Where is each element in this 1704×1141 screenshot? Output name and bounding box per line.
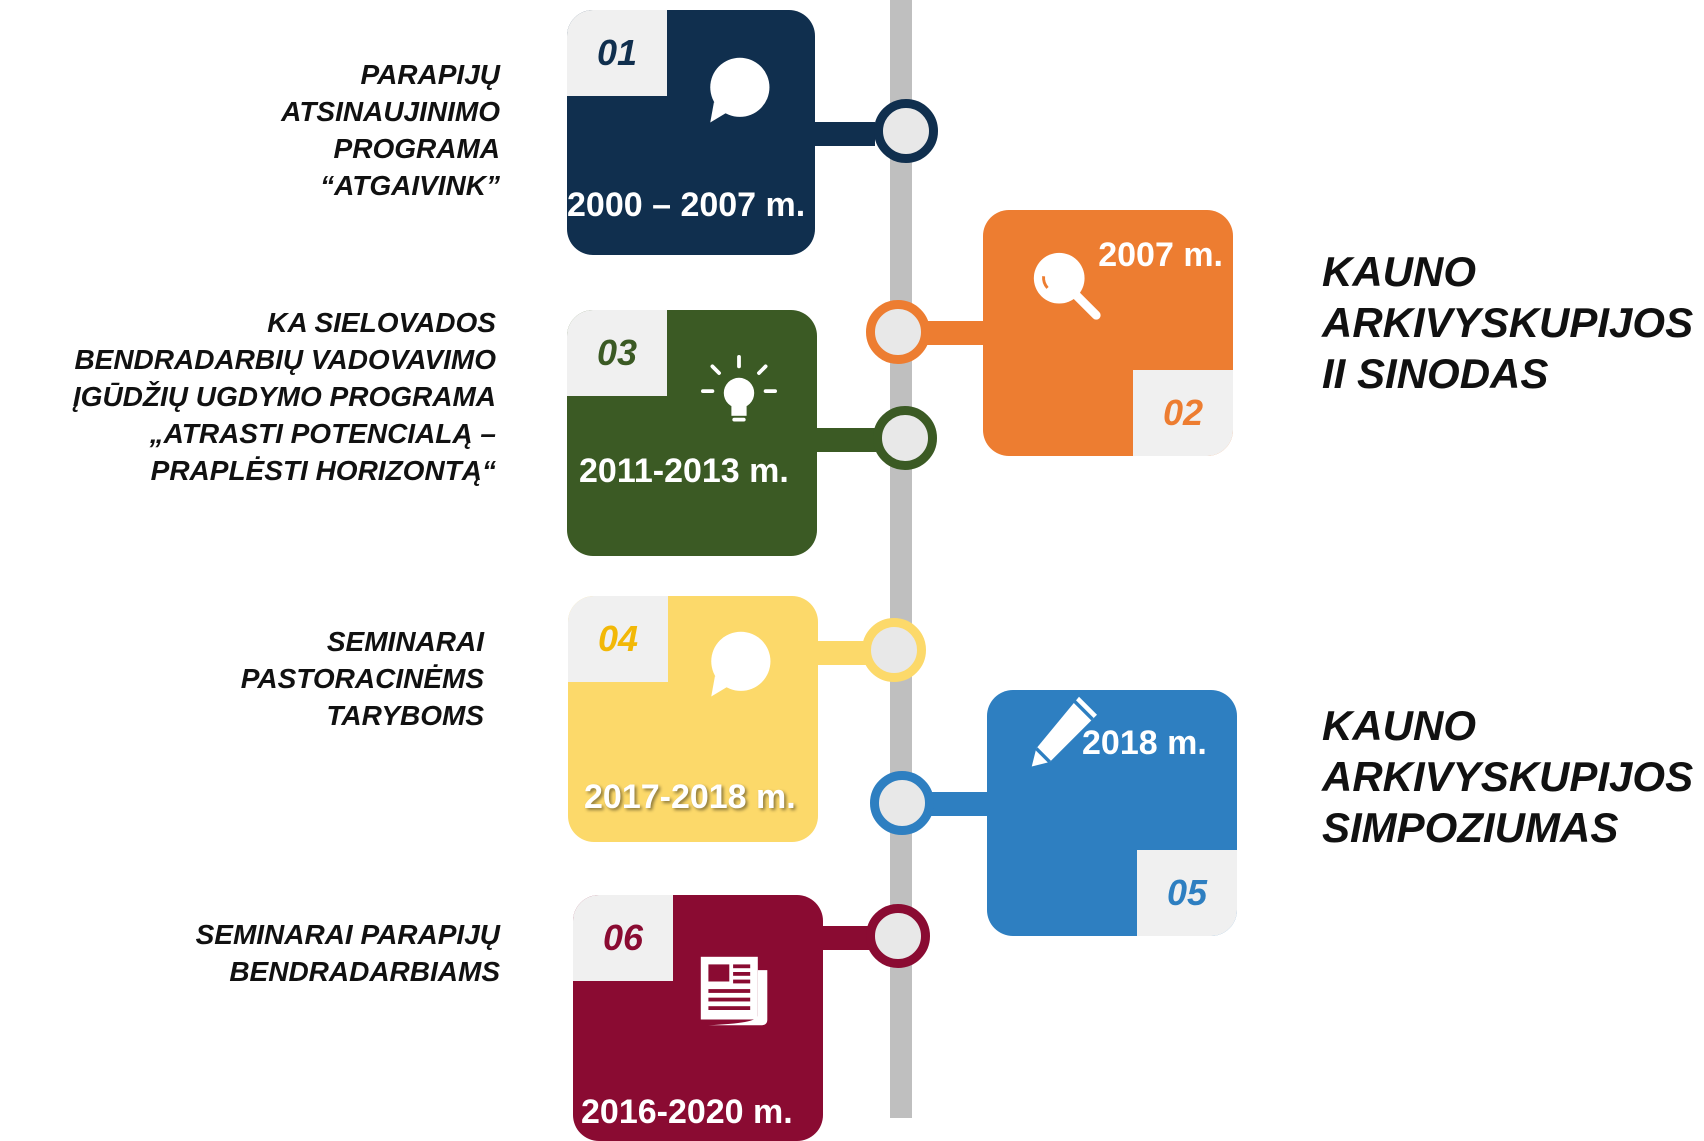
card-number-box: 01	[567, 10, 667, 96]
card-number-box: 04	[568, 596, 668, 682]
card-number-box: 03	[567, 310, 667, 396]
label-06: SEMINARAI PARAPIJŲ BENDRADARBIAMS	[195, 919, 500, 987]
timeline-card-03: 03 2011-2013 m.	[567, 310, 817, 556]
card-number: 06	[602, 917, 644, 958]
card-number-box: 05	[1137, 850, 1237, 936]
speech-bubble-icon	[711, 631, 771, 697]
connector-03	[816, 428, 876, 452]
timeline-node-05	[870, 771, 934, 835]
lightbulb-icon	[701, 355, 777, 422]
timeline-node-02	[866, 300, 930, 364]
card-year: 2000 – 2007 m.	[567, 186, 806, 224]
pencil-icon	[1031, 696, 1097, 767]
timeline-card-06: 06 2016-2020 m.	[573, 895, 823, 1141]
timeline-card-04: 04 2017-2018 m.	[568, 596, 818, 842]
card-number-box: 02	[1133, 370, 1233, 456]
timeline-node-06	[866, 904, 930, 968]
card-number: 04	[597, 618, 639, 659]
connector-06	[822, 926, 872, 950]
timeline-node-01	[874, 99, 938, 163]
label-03: KA SIELOVADOS BENDRADARBIŲ VADOVAVIMO ĮG…	[72, 307, 496, 486]
card-year: 2007 m.	[1098, 236, 1223, 274]
timeline-card-05: 2018 m. 05	[987, 690, 1237, 936]
connector-04	[818, 641, 868, 665]
card-number: 02	[1162, 392, 1204, 433]
card-number: 05	[1166, 872, 1208, 913]
card-year: 2017-2018 m.	[584, 778, 796, 816]
connector-02	[920, 321, 984, 345]
speech-bubble-icon	[710, 57, 770, 123]
timeline-card-01: 01 2000 – 2007 m.	[567, 10, 815, 255]
card-year: 2016-2020 m.	[581, 1093, 793, 1131]
timeline-node-03	[873, 406, 937, 470]
label-02: KAUNO ARKIVYSKUPIJOS II SINODAS	[1322, 248, 1694, 397]
card-number: 03	[596, 332, 638, 373]
magnifier-icon	[1033, 252, 1101, 320]
newspaper-icon	[700, 956, 768, 1026]
card-number: 01	[596, 32, 638, 73]
label-05: KAUNO ARKIVYSKUPIJOS SIMPOZIUMAS	[1322, 702, 1694, 851]
card-year: 2018 m.	[1082, 724, 1207, 762]
connector-01	[815, 122, 875, 146]
timeline-node-04	[862, 618, 926, 682]
card-number-box: 06	[573, 895, 673, 981]
card-year: 2011-2013 m.	[579, 452, 789, 490]
timeline-card-02: 2007 m. 02	[983, 210, 1233, 456]
timeline-axis	[890, 0, 912, 1118]
label-04: SEMINARAI PASTORACINĖMS TARYBOMS	[240, 626, 484, 731]
label-01: PARAPIJŲ ATSINAUJINIMO PROGRAMA “ATGAIVI…	[281, 59, 500, 201]
